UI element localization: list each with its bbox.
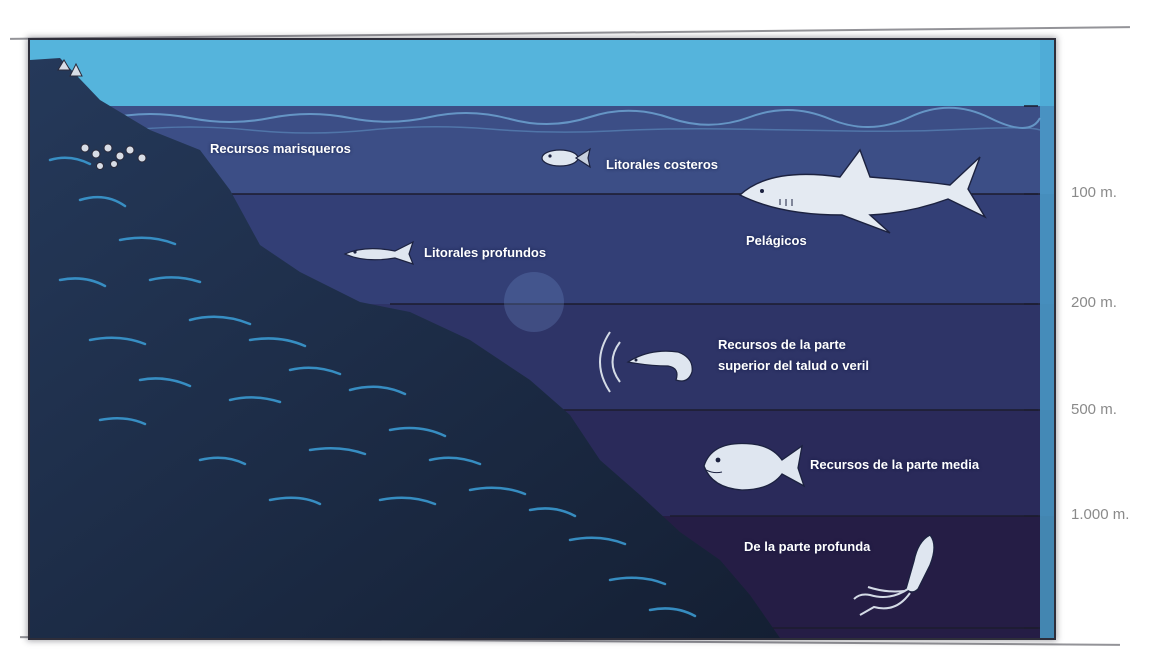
depth-ticks [1024, 105, 1038, 629]
shellfish-icon [57, 59, 147, 170]
shark-icon [738, 148, 987, 234]
surface-waves [109, 106, 1041, 129]
ocean-diagram: Recursos marisqueros Litorales costeros … [30, 40, 1054, 638]
light-glow [504, 272, 564, 332]
grouper-icon [703, 442, 806, 491]
surface-waves [129, 125, 1041, 134]
depth-label-200: 200 m. [1071, 294, 1117, 311]
sky [30, 40, 1054, 110]
right-edge-strip [1040, 40, 1054, 638]
label-litorales-profundos: Litorales profundos [424, 245, 547, 260]
depth-label-100: 100 m. [1071, 184, 1117, 201]
squid-icon [853, 534, 935, 616]
label-recursos-marisqueros: Recursos marisqueros [210, 141, 351, 156]
label-litorales-costeros: Litorales costeros [606, 157, 718, 172]
fish-icon [343, 240, 415, 265]
depth-label-1000: 1.000 m. [1071, 506, 1130, 523]
shrimp-icon [599, 331, 693, 393]
frame-scratch [10, 26, 1130, 40]
label-talud-line1: Recursos de la parte [718, 337, 846, 352]
fish-icon [541, 147, 591, 169]
label-pelagicos: Pelágicos [746, 233, 807, 248]
seafloor-slope [30, 58, 780, 638]
label-parte-profunda: De la parte profunda [744, 539, 871, 554]
depth-label-500: 500 m. [1071, 401, 1117, 418]
rock-highlights [48, 156, 697, 618]
ocean-scene [30, 40, 1054, 638]
label-parte-media: Recursos de la parte media [810, 457, 980, 472]
label-talud-line2: superior del talud o veril [718, 358, 869, 373]
